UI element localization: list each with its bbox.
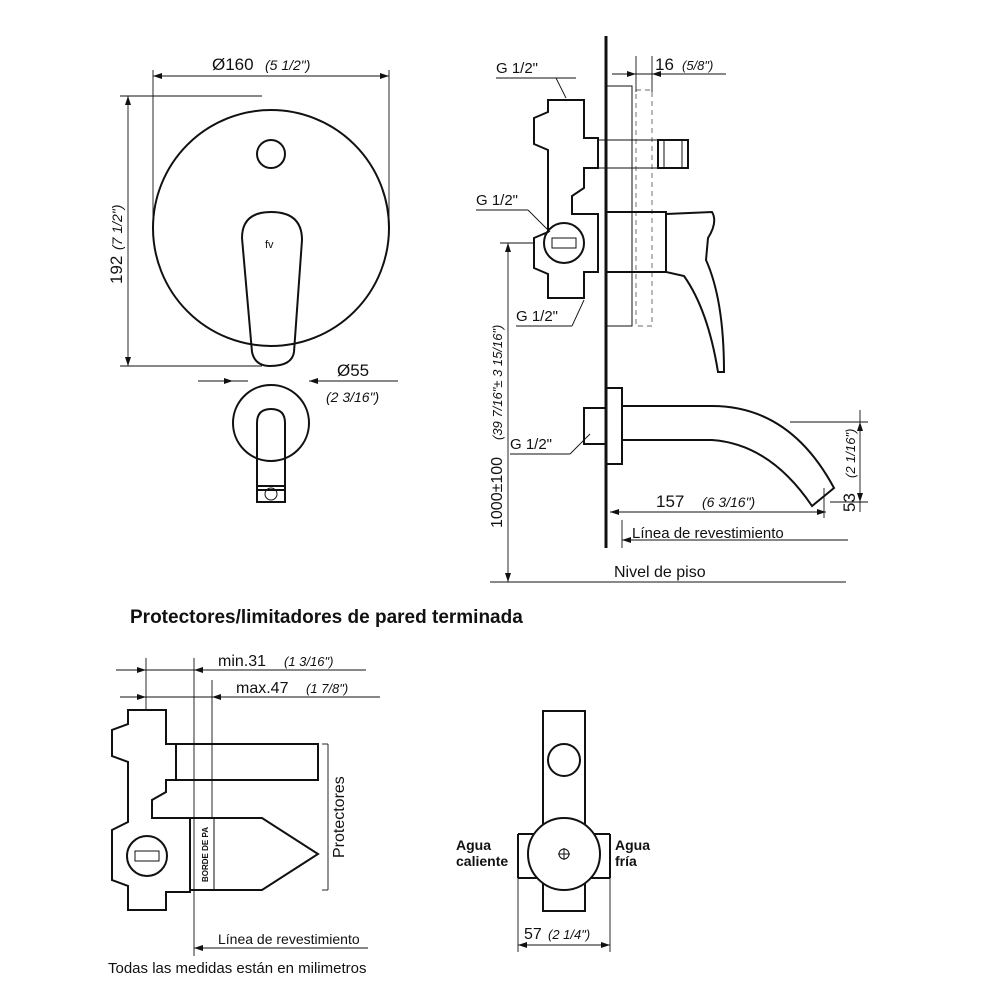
spout-arc xyxy=(621,405,836,508)
brand-logo: fv xyxy=(265,239,274,251)
spout-diameter-inches: (2 3/16") xyxy=(326,389,379,405)
valve-width-label: 57 xyxy=(524,926,542,943)
spindle-cap xyxy=(657,139,689,169)
max-depth-inches: (1 7/8") xyxy=(306,681,348,696)
thread-mid-label: G 1/2" xyxy=(476,192,518,209)
valve-width-inches: (2 1/4") xyxy=(548,927,590,942)
spout-escutcheon-side xyxy=(605,387,623,465)
valve-view: Agua caliente Agua fría 57 (2 1/4") xyxy=(456,710,650,952)
lever-side xyxy=(665,210,726,373)
floor-level-label: Nivel de piso xyxy=(614,564,706,581)
protector-outlet xyxy=(126,835,168,877)
spout-length-label: 157 xyxy=(656,492,684,511)
thread-low-label: G 1/2" xyxy=(516,308,558,325)
protectors-view: BORDE DE PA Protectores min.31 (1 3/16")… xyxy=(111,653,380,956)
thread-spout-label: G 1/2" xyxy=(510,436,552,453)
front-view: fv Ø160 (5 1/2") 192 (7 1/2") Ø55 (2 3/1… xyxy=(107,55,398,503)
min-depth-inches: (1 3/16") xyxy=(284,654,333,669)
front-height-label: 192 xyxy=(107,256,126,284)
spout-diameter-label: Ø55 xyxy=(337,361,369,380)
cladding-line-label: Línea de revestimiento xyxy=(632,525,784,542)
hot-water-label-2: caliente xyxy=(456,853,508,869)
front-diameter-label: Ø160 xyxy=(212,55,254,74)
side-outlet-slot xyxy=(551,237,577,249)
depth-inches: (5/8") xyxy=(682,58,713,73)
front-height-inches: (7 1/2") xyxy=(109,205,125,250)
min-depth-label: min.31 xyxy=(218,653,266,670)
protectors-label: Protectores xyxy=(331,776,348,858)
side-outlet xyxy=(543,222,585,264)
thread-top-label: G 1/2" xyxy=(496,60,538,77)
spout-escutcheon xyxy=(232,384,310,462)
protector-cone xyxy=(189,817,320,891)
max-depth-label: max.47 xyxy=(236,680,289,697)
valve-top-port xyxy=(547,743,581,777)
protector-outlet-slot xyxy=(134,850,160,862)
cold-water-label-2: fría xyxy=(615,853,637,869)
cold-water-label-1: Agua xyxy=(615,837,650,853)
install-height-label: 1000±100 xyxy=(489,457,506,528)
front-diameter-inches: (5 1/2") xyxy=(265,57,310,73)
valve-column xyxy=(542,710,586,912)
lever-handle xyxy=(240,210,304,368)
spout-thread xyxy=(583,407,607,445)
install-height-inches: (39 7/16"± 3 15/16") xyxy=(490,325,505,440)
depth-label: 16 xyxy=(655,55,674,74)
cladding-band xyxy=(605,85,633,327)
spout-end xyxy=(256,407,286,491)
spout-length-inches: (6 3/16") xyxy=(702,494,755,510)
diverter-hole xyxy=(256,139,286,169)
side-view: 16 (5/8") G 1/2" G 1/2" G 1/2" G 1/2" 10… xyxy=(476,36,868,583)
protector-valve-body xyxy=(111,709,191,911)
valve-body xyxy=(533,99,599,299)
spout-drop-inches: (2 1/16") xyxy=(843,429,858,478)
protectors-title: Protectores/limitadores de pared termina… xyxy=(130,607,523,628)
spout-aerator xyxy=(256,485,286,503)
aerator-face xyxy=(264,487,278,501)
hot-water-label-1: Agua xyxy=(456,837,491,853)
protectors-cladding-label: Línea de revestimiento xyxy=(218,931,360,947)
spout-drop-label: 53 xyxy=(840,493,859,512)
escutcheon-plate xyxy=(152,109,390,347)
footer-note: Todas las medidas están en milimetros xyxy=(108,960,367,977)
protector-spindle xyxy=(175,743,319,781)
edge-marker-label: BORDE DE PA xyxy=(201,827,210,882)
protector-outline xyxy=(635,89,653,327)
